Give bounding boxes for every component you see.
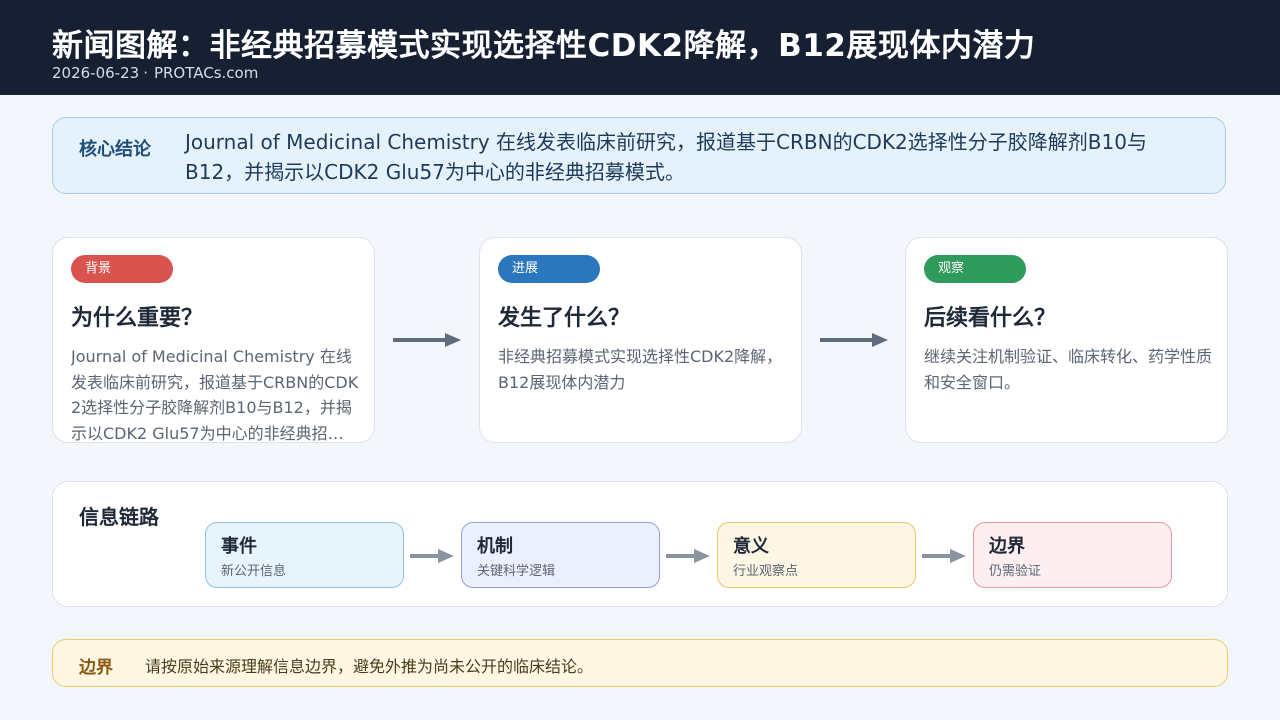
- chain-step-title: 边界: [989, 536, 1025, 557]
- source-link[interactable]: PROTACs.com: [153, 64, 259, 82]
- arrow-right-icon: [922, 549, 966, 563]
- chain-step-title: 机制: [477, 536, 513, 557]
- info-chain-panel: 信息链路 事件 新公开信息 机制 关键科学逻辑 意义 行业观察点 边界 仍需验证: [52, 481, 1228, 607]
- card-observe: 观察 后续看什么？ 继续关注机制验证、临床转化、药学性质和安全窗口。: [905, 237, 1228, 443]
- boundary-note-panel: 边界 请按原始来源理解信息边界，避免外推为尚未公开的临床结论。: [52, 639, 1228, 687]
- arrow-right-icon: [393, 333, 461, 347]
- card-badge-background: 背景: [71, 255, 173, 283]
- chain-step-title: 意义: [733, 536, 769, 557]
- card-body: Journal of Medicinal Chemistry 在线发表临床前研究…: [71, 347, 359, 443]
- chain-step-title: 事件: [221, 536, 257, 557]
- chain-step-boundary: 边界 仍需验证: [973, 522, 1172, 588]
- boundary-label: 边界: [79, 658, 113, 678]
- chain-step-mechanism: 机制 关键科学逻辑: [461, 522, 660, 588]
- card-heading: 为什么重要？: [71, 306, 204, 331]
- chain-step-subtitle: 关键科学逻辑: [477, 564, 556, 579]
- arrow-right-icon: [666, 549, 710, 563]
- arrow-right-icon: [410, 549, 454, 563]
- core-conclusion-text: Journal of Medicinal Chemistry 在线发表临床前研究…: [185, 130, 1147, 184]
- card-body: 非经典招募模式实现选择性CDK2降解，B12展现体内潜力: [498, 347, 783, 392]
- boundary-text: 请按原始来源理解信息边界，避免外推为尚未公开的临床结论。: [145, 657, 594, 676]
- chain-step-subtitle: 新公开信息: [221, 564, 287, 579]
- header-bar: 新闻图解：非经典招募模式实现选择性CDK2降解，B12展现体内潜力 2026-0…: [0, 0, 1280, 95]
- page-meta: 2026-06-23· PROTACs.com: [52, 64, 258, 82]
- arrow-right-icon: [820, 333, 888, 347]
- card-heading: 发生了什么？: [498, 306, 631, 331]
- publish-date: 2026-06-23: [52, 64, 140, 82]
- card-badge-progress: 进展: [498, 255, 600, 283]
- page-title: 新闻图解：非经典招募模式实现选择性CDK2降解，B12展现体内潜力: [52, 28, 1036, 64]
- chain-step-subtitle: 仍需验证: [989, 564, 1042, 579]
- card-progress: 进展 发生了什么？ 非经典招募模式实现选择性CDK2降解，B12展现体内潜力: [479, 237, 802, 443]
- info-chain-label: 信息链路: [79, 505, 159, 529]
- card-body: 继续关注机制验证、临床转化、药学性质和安全窗口。: [924, 347, 1212, 392]
- chain-step-significance: 意义 行业观察点: [717, 522, 916, 588]
- card-heading: 后续看什么？: [924, 306, 1057, 331]
- chain-step-subtitle: 行业观察点: [733, 564, 799, 579]
- core-conclusion-label: 核心结论: [79, 139, 151, 160]
- meta-separator: ·: [143, 64, 148, 82]
- card-badge-observe: 观察: [924, 255, 1026, 283]
- core-conclusion-panel: 核心结论 Journal of Medicinal Chemistry 在线发表…: [52, 117, 1226, 194]
- card-background: 背景 为什么重要？ Journal of Medicinal Chemistry…: [52, 237, 375, 443]
- chain-step-event: 事件 新公开信息: [205, 522, 404, 588]
